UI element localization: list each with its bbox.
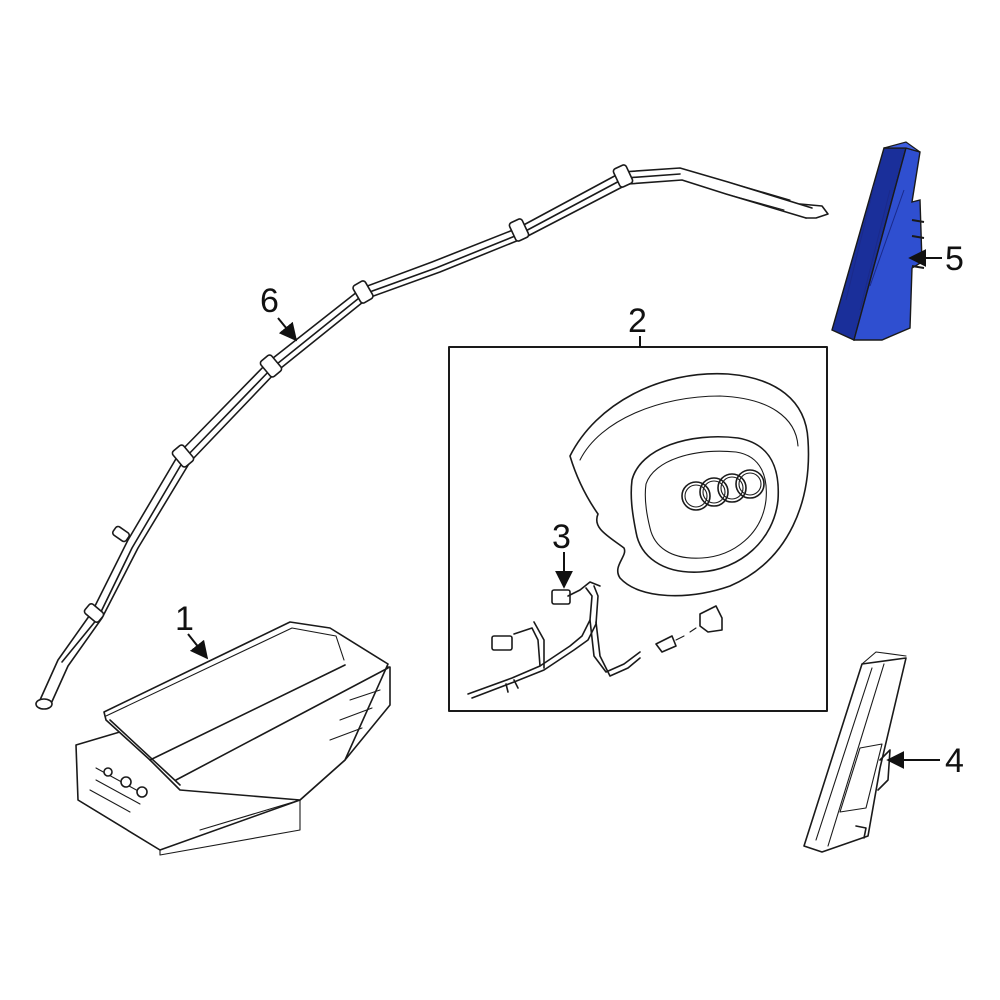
steering-wheel-airbag[interactable] [569, 372, 810, 597]
mount-clip [83, 164, 634, 623]
curtain-airbag[interactable] [35, 164, 829, 710]
callout-3: 3 [552, 518, 571, 556]
clock-spring-connector [551, 589, 571, 605]
connector [491, 635, 513, 651]
part-5-top-face [883, 141, 921, 153]
steering-wheel-airbag-group[interactable] [448, 346, 828, 712]
callout-6: 6 [260, 282, 279, 320]
callout-5: 5 [945, 240, 964, 278]
callout-2: 2 [628, 302, 647, 340]
callout-leaders [187, 249, 942, 769]
wiring-harness[interactable] [467, 581, 723, 699]
highlighted-airbag-part-5[interactable] [831, 141, 925, 341]
audi-rings-logo [681, 469, 765, 511]
passenger-airbag[interactable] [75, 621, 391, 856]
callout-1: 1 [175, 600, 194, 638]
callout-4: 4 [945, 742, 964, 780]
side-airbag-part-4[interactable] [803, 651, 907, 853]
